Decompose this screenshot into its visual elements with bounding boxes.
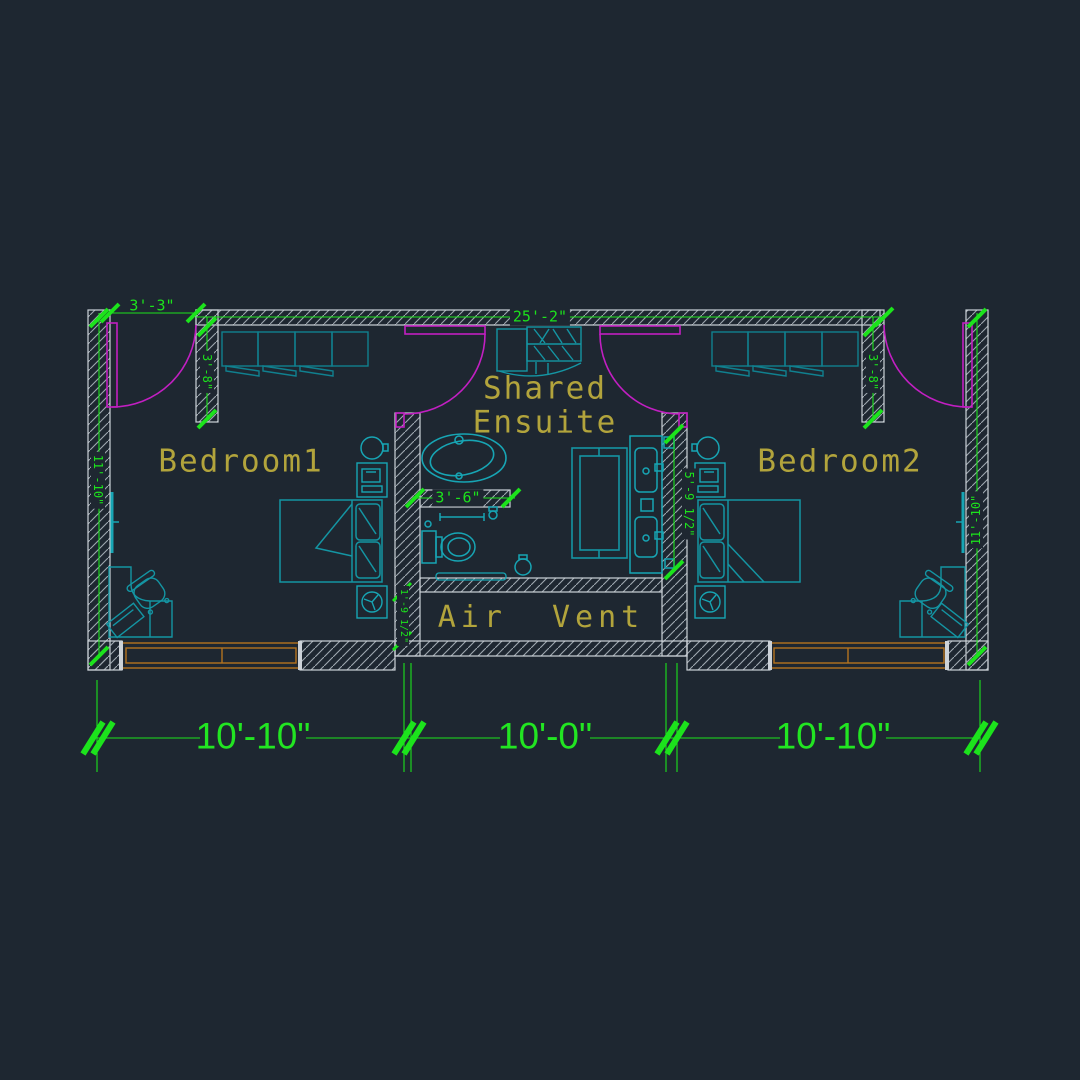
faucet-icon xyxy=(654,531,664,540)
wall-sconce-bedroom1 xyxy=(360,436,389,460)
air-vent-top-wall xyxy=(419,577,663,593)
bottom-wall-bedroom2 xyxy=(686,640,771,671)
dimension-left-wall-stub: 3'-8" xyxy=(200,350,214,394)
shower xyxy=(571,447,628,559)
wardrobe-bedroom1 xyxy=(221,331,369,377)
pillow xyxy=(355,541,381,579)
linen-closet xyxy=(496,326,582,377)
door-ensuite-left xyxy=(395,325,486,428)
tv-bedroom2 xyxy=(956,492,965,553)
nightstand-bottom-bedroom2 xyxy=(694,585,726,619)
room-label-bedroom1: Bedroom1 xyxy=(158,443,324,480)
bathtub xyxy=(421,433,507,483)
floor-drain xyxy=(514,554,532,576)
door-ensuite-right xyxy=(599,325,688,428)
nightstand-top-bedroom1 xyxy=(356,462,388,498)
desk-bedroom2 xyxy=(899,566,970,639)
pillow xyxy=(699,503,725,541)
dimension-top-overall: 25'-2" xyxy=(509,308,571,326)
desk-chair xyxy=(126,569,170,615)
desk-chair xyxy=(910,569,954,615)
laptop-icon xyxy=(930,602,970,639)
dimension-ensuite-partition: 3'-6" xyxy=(432,489,484,507)
window-bedroom2 xyxy=(769,642,949,669)
room-label-bedroom2: Bedroom2 xyxy=(757,443,923,480)
laptop-icon xyxy=(105,602,145,639)
clock-radio-icon xyxy=(361,468,381,483)
dimension-bottom-right-span: 10'-10" xyxy=(775,715,891,757)
bottom-right-corner-wall xyxy=(947,640,989,671)
dimension-ticks xyxy=(88,302,988,667)
room-label-ensuite-line2: Ensuite xyxy=(472,404,618,441)
dimension-entry-door-left: 3'-3" xyxy=(129,296,175,315)
nightstand-top-bedroom2 xyxy=(694,462,726,498)
sink-2 xyxy=(634,516,658,558)
dimension-bottom-middle-span: 10'-0" xyxy=(497,715,593,757)
fan-icon xyxy=(699,591,721,613)
room-label-ensuite-line1: Shared xyxy=(483,370,607,407)
dimension-left-wall-height: 11'-10" xyxy=(91,451,105,509)
room-label-air-vent: Air Vent xyxy=(437,600,645,635)
windows xyxy=(119,641,949,670)
pillow xyxy=(355,503,381,541)
dimension-ticks-bottom xyxy=(80,720,999,756)
clock-radio-icon xyxy=(699,468,719,483)
desk-bedroom1 xyxy=(105,566,173,639)
doors xyxy=(106,322,973,428)
toilet-paper-icon xyxy=(488,510,498,520)
dimension-right-wall-stub: 3'-8" xyxy=(866,350,880,394)
wardrobe-bedroom2 xyxy=(711,331,859,377)
wall-sconce-bedroom2 xyxy=(691,436,720,460)
door-bedroom2 xyxy=(883,322,973,408)
door-bedroom1 xyxy=(106,322,197,408)
bottom-wall-bedroom1 xyxy=(299,640,396,671)
faucet-icon xyxy=(654,463,664,472)
window-bedroom1 xyxy=(121,642,301,669)
bath-mat xyxy=(435,572,507,581)
bottom-left-corner-wall xyxy=(87,640,123,671)
pillow xyxy=(699,541,725,579)
dimension-bottom-left-span: 10'-10" xyxy=(195,715,311,757)
dimension-air-vent-depth: 1'-9 1/2" xyxy=(397,585,409,647)
window-end-caps xyxy=(119,641,949,670)
nightstand-bottom-bedroom1 xyxy=(356,585,388,619)
tub-faucet-icon xyxy=(454,435,464,445)
air-vent-bottom-wall xyxy=(394,640,688,657)
tv-bedroom1 xyxy=(110,492,119,553)
dimension-vanity-wall: 5'-9 1/2" xyxy=(682,468,696,540)
toilet xyxy=(421,530,476,564)
bed-bedroom1 xyxy=(279,499,383,583)
dimension-right-wall-height: 11'-10" xyxy=(969,491,983,549)
fan-icon xyxy=(361,591,383,613)
towel-rail xyxy=(424,506,498,528)
sink-1 xyxy=(634,447,658,493)
bed-bedroom2 xyxy=(697,499,801,583)
